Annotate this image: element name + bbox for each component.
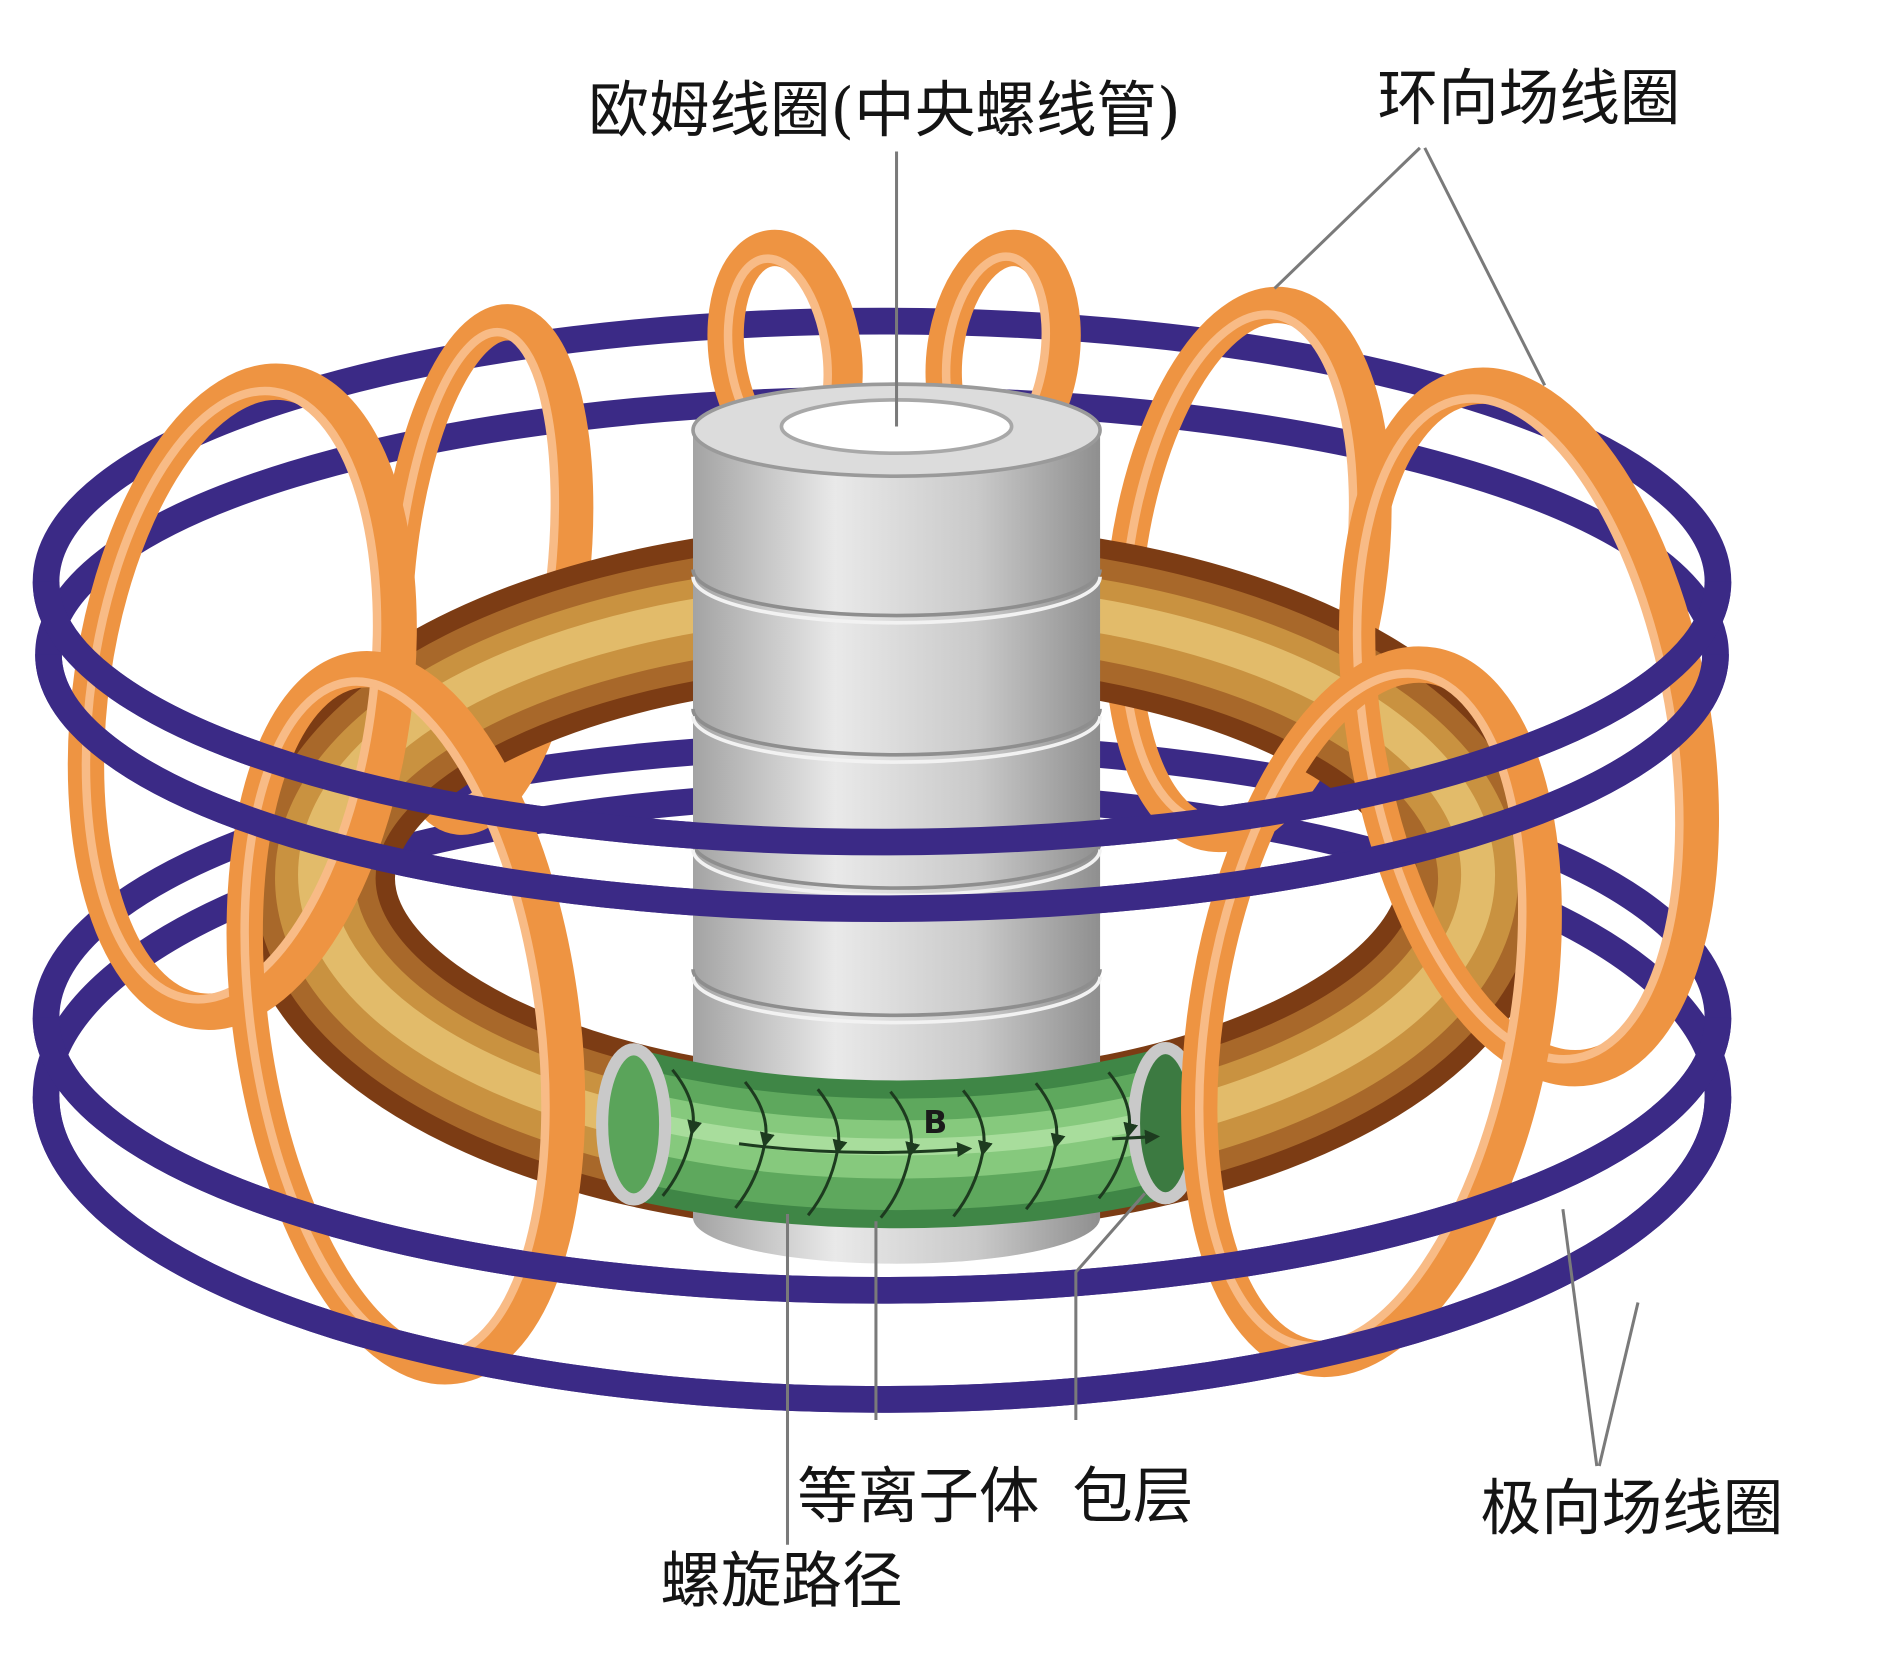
helical-path-lines bbox=[661, 1068, 1139, 1219]
magnetic-field-label: B bbox=[923, 1105, 947, 1141]
leader-poloidal-coil-b bbox=[1597, 1302, 1640, 1467]
leader-toroidal-coil-a bbox=[1273, 146, 1421, 290]
label-blanket: 包层 bbox=[1072, 1462, 1193, 1532]
label-toroidal-field-coil: 环向场线圈 bbox=[1378, 64, 1681, 134]
magnetic-field-arrow bbox=[738, 1142, 973, 1158]
poloidal-ring-4-front bbox=[32, 1096, 1732, 1413]
leader-blanket bbox=[1074, 1192, 1147, 1420]
poloidal-rings-front bbox=[32, 581, 1732, 1413]
poloidal-ring-3-front bbox=[32, 1017, 1732, 1304]
plasma-section: B bbox=[596, 1041, 1204, 1229]
leader-poloidal-coil-a bbox=[1561, 1208, 1599, 1467]
plasma-flow-arrow bbox=[1112, 1129, 1161, 1145]
label-plasma: 等离子体 bbox=[797, 1462, 1039, 1532]
blanket-cut-left bbox=[596, 1043, 672, 1206]
poloidal-ring-2-front bbox=[35, 654, 1729, 923]
label-helical-path: 螺旋路径 bbox=[660, 1547, 902, 1617]
leader-lines bbox=[785, 146, 1640, 1545]
leader-toroidal-coil-b bbox=[1423, 147, 1547, 387]
label-ohmic-coil: 欧姆线圈(中央螺线管) bbox=[588, 76, 1180, 146]
labels: 欧姆线圈(中央螺线管) 环向场线圈 等离子体 包层 螺旋路径 极向场线圈 bbox=[588, 64, 1783, 1617]
label-poloidal-field-coil: 极向场线圈 bbox=[1481, 1474, 1784, 1544]
poloidal-ring-1-front bbox=[32, 581, 1732, 856]
